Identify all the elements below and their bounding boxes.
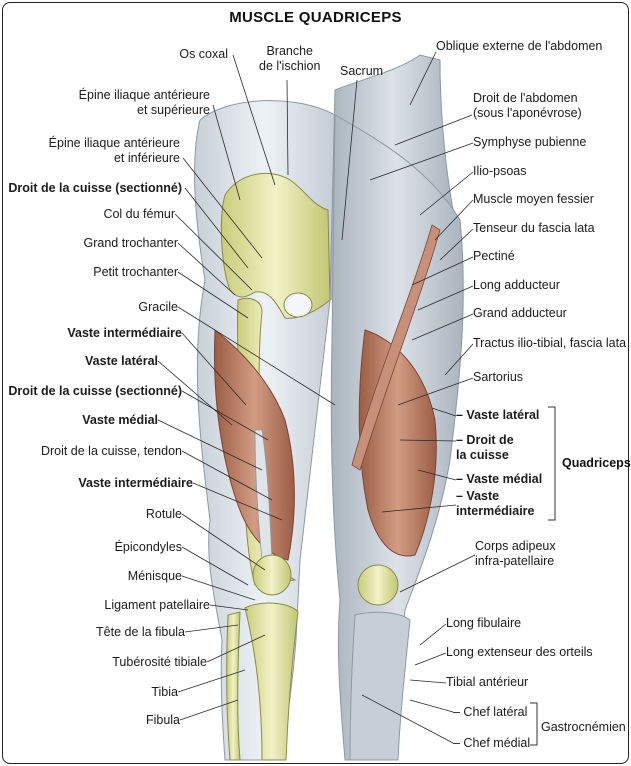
fibula-bone xyxy=(227,612,240,760)
right-shin-muscles xyxy=(350,612,410,760)
label-tibial-anterieur: Tibial antérieur xyxy=(446,675,528,690)
gastrocnemien-bracket xyxy=(530,703,537,745)
label-epine-iliaque-ant-inf: Épine iliaque antérieure et inférieure xyxy=(49,136,180,166)
quadriceps-bracket xyxy=(548,407,555,520)
label-col-femur: Col du fémur xyxy=(103,207,175,222)
label-sartorius: Sartorius xyxy=(473,370,523,385)
label-ilio-psoas: Ilio-psoas xyxy=(473,164,527,179)
label-rotule: Rotule xyxy=(146,507,182,522)
label-tenseur-fascia-lata: Tenseur du fascia lata xyxy=(473,221,595,236)
label-vaste-medial-left: Vaste médial xyxy=(82,413,158,428)
label-epine-iliaque-ant-sup: Épine iliaque antérieure et supérieure xyxy=(79,88,210,118)
quad-vaste-intermediaire: – Vaste intermédiaire xyxy=(456,489,535,519)
label-fibula: Fibula xyxy=(146,713,180,728)
label-pectine: Pectiné xyxy=(473,249,515,264)
label-oblique-externe: Oblique externe de l'abdomen xyxy=(436,39,602,54)
label-branche-ischion: Branche de l'ischion xyxy=(259,44,320,74)
label-droit-cuisse-sectionne-2: Droit de la cuisse (sectionné) xyxy=(8,384,182,399)
label-vaste-intermediaire-1: Vaste intermédiaire xyxy=(67,326,182,341)
label-grand-trochanter: Grand trochanter xyxy=(84,236,179,251)
label-sacrum: Sacrum xyxy=(340,64,383,79)
gastro-chef-medial: – Chef médial xyxy=(453,736,530,751)
label-menisque: Ménisque xyxy=(128,569,182,584)
label-droit-abdomen: Droit de l'abdomen (sous l'aponévrose) xyxy=(473,91,582,121)
label-corps-adipeux: Corps adipeux infra-patellaire xyxy=(475,539,556,569)
label-tractus-ilio-tibial: Tractus ilio-tibial, fascia lata xyxy=(473,336,626,351)
right-patella xyxy=(358,565,398,605)
quad-droit-cuisse: – Droit de la cuisse xyxy=(456,433,514,463)
label-tibia: Tibia xyxy=(151,685,178,700)
gastro-chef-lateral: – Chef latéral xyxy=(453,705,527,720)
label-ligament-patellaire: Ligament patellaire xyxy=(104,598,210,613)
label-droit-cuisse-sectionne-1: Droit de la cuisse (sectionné) xyxy=(8,181,182,196)
label-vaste-lateral-left: Vaste latéral xyxy=(85,354,158,369)
quadriceps-group-label: Quadriceps xyxy=(562,456,631,470)
left-leg-skeletal xyxy=(195,101,335,760)
label-gracile: Gracile xyxy=(138,300,178,315)
label-grand-adducteur: Grand adducteur xyxy=(473,306,567,321)
label-moyen-fessier: Muscle moyen fessier xyxy=(473,192,594,207)
label-long-fibulaire: Long fibulaire xyxy=(446,616,521,631)
label-droit-cuisse-tendon: Droit de la cuisse, tendon xyxy=(41,444,182,459)
right-leg-muscular xyxy=(330,55,463,760)
quad-vaste-lateral: – Vaste latéral xyxy=(456,408,539,423)
label-petit-trochanter: Petit trochanter xyxy=(93,265,178,280)
gastrocnemien-group-label: Gastrocnémien xyxy=(541,720,626,735)
label-long-extenseur-orteils: Long extenseur des orteils xyxy=(446,645,593,660)
diagram-title: MUSCLE QUADRICEPS xyxy=(0,9,631,26)
label-epicondyles: Épicondyles xyxy=(115,540,182,555)
label-tuberosite-tibiale: Tubérosité tibiale xyxy=(112,655,207,670)
label-vaste-intermediaire-2: Vaste intermédiaire xyxy=(78,476,193,491)
label-tete-fibula: Tête de la fibula xyxy=(96,625,185,640)
obturator-foramen xyxy=(284,293,312,317)
label-os-coxal: Os coxal xyxy=(179,47,228,62)
quad-vaste-medial: – Vaste médial xyxy=(456,472,542,487)
label-symphyse-pubienne: Symphyse pubienne xyxy=(473,135,586,150)
left-patella xyxy=(253,555,291,595)
label-long-adducteur: Long adducteur xyxy=(473,278,560,293)
